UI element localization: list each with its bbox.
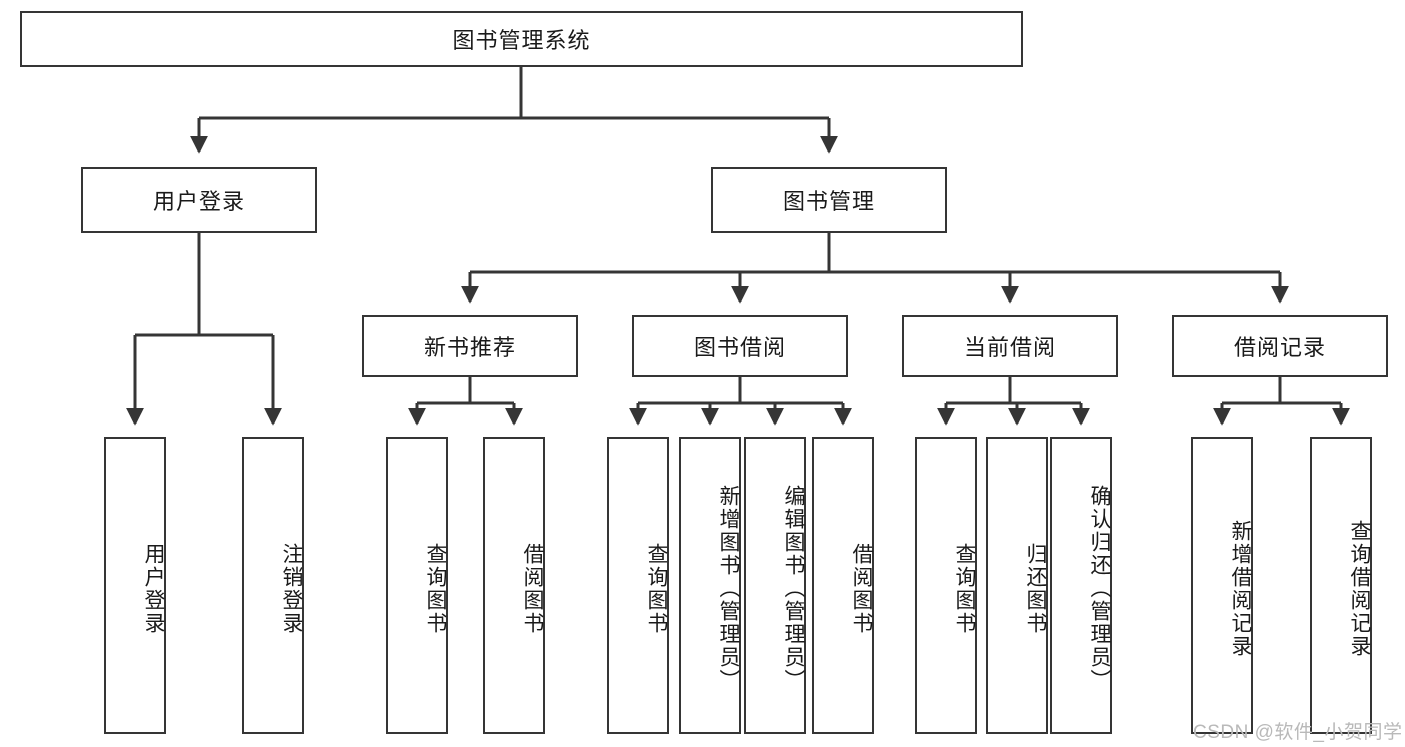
node-leaf-return-book[interactable]: 归还图书	[986, 437, 1048, 734]
node-leaf-borrow-book-2[interactable]: 借阅图书	[812, 437, 874, 734]
node-book-borrow[interactable]: 图书借阅	[632, 315, 848, 377]
node-leaf-confirm-return[interactable]: 确认归还（管理员）	[1050, 437, 1112, 734]
node-leaf-query-book-3[interactable]: 查询图书	[915, 437, 977, 734]
node-leaf-borrow-book-1[interactable]: 借阅图书	[483, 437, 545, 734]
node-leaf-add-record[interactable]: 新增借阅记录	[1191, 437, 1253, 734]
node-leaf-add-book[interactable]: 新增图书（管理员）	[679, 437, 741, 734]
node-leaf-edit-book[interactable]: 编辑图书（管理员）	[744, 437, 806, 734]
node-user-login[interactable]: 用户登录	[81, 167, 317, 233]
csdn-watermark: CSDN @软件_小贺同学	[1193, 722, 1403, 743]
node-book-manage[interactable]: 图书管理	[711, 167, 947, 233]
node-new-book-recommend[interactable]: 新书推荐	[362, 315, 578, 377]
node-leaf-user-logout[interactable]: 注销登录	[242, 437, 304, 734]
node-current-borrow[interactable]: 当前借阅	[902, 315, 1118, 377]
node-leaf-query-book-1[interactable]: 查询图书	[386, 437, 448, 734]
node-root[interactable]: 图书管理系统	[20, 11, 1023, 67]
node-borrow-records[interactable]: 借阅记录	[1172, 315, 1388, 377]
node-leaf-query-book-2[interactable]: 查询图书	[607, 437, 669, 734]
node-leaf-query-record[interactable]: 查询借阅记录	[1310, 437, 1372, 734]
node-leaf-user-login[interactable]: 用户登录	[104, 437, 166, 734]
